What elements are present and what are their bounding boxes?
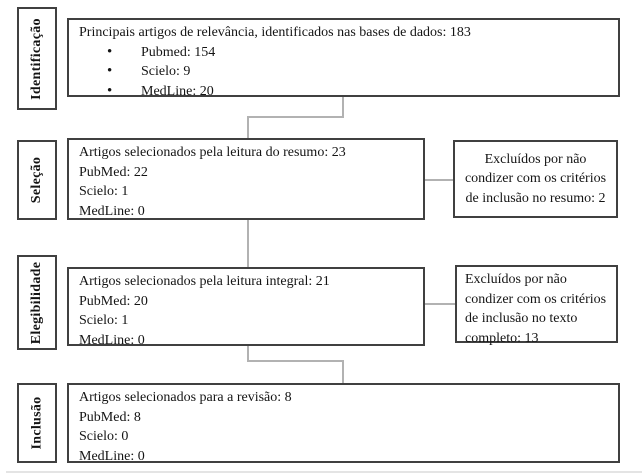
box-text-line: MedLine: 0 — [79, 448, 145, 464]
stage-box-eligibility: Elegibilidade — [17, 255, 57, 350]
stage-box-identification: Identificação — [17, 7, 57, 110]
box-text-line: Artigos selecionados pela leitura integr… — [79, 274, 330, 289]
list-item: • Pubmed: 154 — [79, 43, 608, 63]
box-text-line: MedLine: 0 — [79, 203, 145, 219]
exclusion-text-line: Excluídos por não — [484, 151, 587, 167]
main-box-eligibility: Artigos selecionados pela leitura integr… — [67, 267, 425, 348]
bullet-text-pubmed: Pubmed: 154 — [141, 44, 216, 60]
list-item: • Scielo: 9 — [79, 62, 608, 82]
connector-selection-to-eligibility — [247, 219, 249, 269]
bullet-text-scielo: Scielo: 9 — [141, 64, 191, 79]
stage-label-inclusion: Inclusão — [29, 396, 45, 450]
exclusion-box-fulltext: Excluídos por não condizer com os critér… — [455, 265, 618, 346]
main-box-selection: Artigos selecionados pela leitura do res… — [67, 138, 425, 220]
exclusion-text-line: de inclusão no texto — [465, 311, 578, 326]
stage-label-eligibility: Elegibilidade — [29, 261, 45, 344]
exclusion-text-line: condizer com os critérios — [465, 291, 607, 307]
box-text-line: MedLine: 0 — [79, 332, 145, 348]
exclusion-box-abstract: Excluídos por não condizer com os critér… — [453, 140, 618, 218]
connector-identification-to-selection-seg2 — [247, 116, 344, 118]
connector-identification-to-selection-seg3 — [247, 116, 249, 140]
stage-box-selection: Seleção — [17, 140, 57, 220]
box-title-identification: Principais artigos de relevância, identi… — [79, 25, 471, 40]
bullet-text-medline: MedLine: 20 — [141, 83, 214, 99]
box-text-line: Scielo: 1 — [79, 313, 129, 328]
connector-eligibility-to-inclusion-seg2 — [247, 360, 344, 362]
main-box-inclusion: Artigos selecionados para a revisão: 8 P… — [67, 383, 620, 464]
box-text-line: PubMed: 22 — [79, 164, 148, 180]
exclusion-text-line: completo: 13 — [465, 330, 539, 346]
stage-box-inclusion: Inclusão — [17, 383, 57, 463]
box-text-line: Artigos selecionados para a revisão: 8 — [79, 390, 292, 405]
box-text-line: PubMed: 8 — [79, 409, 141, 425]
stage-label-selection: Seleção — [29, 156, 45, 204]
box-text-line: Scielo: 1 — [79, 184, 129, 199]
box-text-line: PubMed: 20 — [79, 293, 148, 309]
connector-selection-to-exclusion — [424, 179, 454, 181]
connector-eligibility-to-exclusion — [424, 303, 456, 305]
list-item: • MedLine: 20 — [79, 82, 608, 102]
main-box-identification: Principais artigos de relevância, identi… — [67, 18, 620, 99]
bullet-icon: • — [107, 43, 113, 60]
stage-label-identification: Identificação — [29, 17, 45, 100]
box-text-line: Artigos selecionados pela leitura do res… — [79, 145, 346, 160]
exclusion-text-line: de inclusão no resumo: 2 — [465, 190, 606, 206]
bullet-icon: • — [107, 63, 113, 79]
exclusion-text-line: condizer com os critérios — [464, 171, 607, 187]
connector-eligibility-to-inclusion-seg3 — [342, 360, 344, 385]
exclusion-text-line: Excluídos por não — [465, 272, 567, 287]
page-edge-line — [6, 471, 642, 473]
connector-eligibility-to-inclusion-seg1 — [247, 345, 249, 362]
box-text-line: Scielo: 0 — [79, 429, 129, 444]
connector-identification-to-selection-seg1 — [342, 96, 344, 118]
bullet-icon: • — [107, 82, 113, 99]
